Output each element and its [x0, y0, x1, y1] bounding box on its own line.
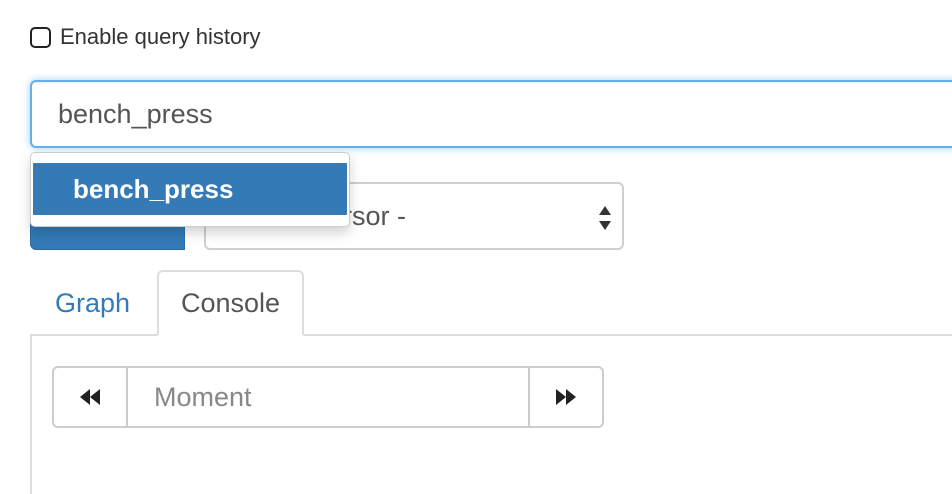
tab-console[interactable]: Console [157, 270, 304, 336]
moment-back-button[interactable] [52, 366, 128, 428]
tab-graph[interactable]: Graph [54, 287, 131, 318]
autocomplete-dropdown: bench_press [30, 152, 350, 227]
console-tab-pane [30, 334, 952, 494]
moment-input[interactable] [152, 380, 504, 414]
query-history-checkbox[interactable] [30, 26, 51, 48]
query-history-row: Enable query history [30, 24, 261, 50]
moment-forward-button[interactable] [528, 366, 604, 428]
fast-forward-icon [556, 389, 576, 405]
moment-input-wrapper [128, 366, 528, 428]
tab-bar: Graph Console [30, 270, 952, 336]
fast-backward-icon [80, 389, 100, 405]
moment-controls [52, 366, 604, 428]
autocomplete-option[interactable]: bench_press [33, 163, 347, 215]
expression-input[interactable] [56, 97, 944, 131]
expression-input-wrapper [30, 80, 952, 148]
query-history-label: Enable query history [60, 24, 261, 49]
sort-arrows-icon [599, 206, 611, 230]
